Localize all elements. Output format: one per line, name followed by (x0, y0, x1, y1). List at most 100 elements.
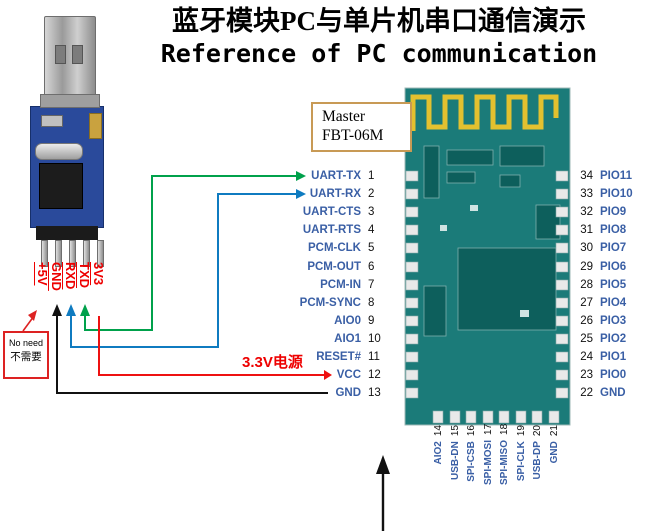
pad (470, 205, 478, 211)
component (499, 145, 545, 167)
pin-number: 17 (482, 423, 494, 435)
pin-number: 6 (368, 261, 375, 273)
wire-rxd (70, 193, 296, 348)
pin-number: 18 (498, 423, 510, 435)
txd-right-arrow (296, 171, 306, 181)
pin-number: 30 (580, 242, 593, 254)
left-pin-row-12: VCC 12 (238, 367, 382, 383)
pin-number: 33 (580, 188, 593, 200)
pin-number: 32 (580, 206, 593, 218)
bt-edge-pads-bottom (432, 410, 560, 424)
right-pin-row-26: 26 PIO3 (577, 313, 655, 329)
pin-name: PIO7 (600, 242, 627, 254)
pin-number: 11 (368, 351, 380, 363)
pin-name: USB-DP (531, 441, 543, 480)
pin-number: 16 (465, 425, 477, 437)
title-chinese: 蓝牙模块PC与单片机串口通信演示 (172, 6, 586, 36)
left-pin-row-11: RESET#11 (238, 349, 382, 365)
txd-up-arrow (80, 304, 90, 316)
pin-number: 28 (580, 279, 593, 291)
pin-number: 31 (580, 224, 593, 236)
pin-number: 15 (449, 425, 461, 437)
wire-txd (84, 175, 296, 331)
pin-number: 5 (368, 242, 375, 254)
pin-number: 2 (368, 188, 375, 200)
pin-name: AIO2 (432, 441, 444, 465)
pin-number: 29 (580, 261, 593, 273)
pin-number: 10 (368, 333, 381, 345)
pin-name: PIO4 (600, 297, 627, 309)
pin-name: AIO0 (334, 315, 361, 327)
pin-name: PCM-IN (320, 279, 361, 291)
pin-name: UART-RX (309, 188, 361, 200)
pin-number: 8 (368, 297, 375, 309)
rxd-up-arrow (66, 304, 76, 316)
pin-name: GND (335, 387, 361, 399)
gnd-up-arrow (52, 304, 62, 316)
pin-name: GND (600, 387, 626, 399)
header-pin (55, 240, 62, 267)
pin-name: PCM-OUT (307, 261, 361, 273)
left-pin-row-6: PCM-OUT 6 (238, 259, 382, 275)
pin-name: PIO3 (600, 315, 627, 327)
component (423, 285, 447, 337)
crystal-oscillator (35, 143, 83, 160)
pin-number: 27 (580, 297, 593, 309)
antenna-trace (410, 94, 559, 131)
jumper-pins (89, 113, 102, 139)
pin-name: PIO1 (600, 351, 627, 363)
pin-name: USB-DN (449, 441, 461, 481)
master-label-box: Master FBT-06M (311, 102, 412, 152)
bt-edge-pads-right (555, 170, 569, 399)
no-need-en: No need (8, 338, 44, 348)
main-ic (457, 247, 557, 331)
pin-number: 19 (515, 425, 527, 437)
pin-number: 1 (368, 170, 375, 182)
right-pin-row-30: 30 PIO7 (577, 240, 655, 256)
adapter-pin-label-5v: +5V (35, 262, 50, 286)
smd-component (41, 115, 63, 127)
component (423, 145, 440, 199)
pin-number: 12 (368, 369, 381, 381)
bottom-pointer-arrow (376, 455, 390, 531)
pin-name: PIO2 (600, 333, 627, 345)
title-english: Reference of PC communication (160, 39, 598, 69)
no-need-cn: 不需要 (10, 350, 42, 363)
title-block: 蓝牙模块PC与单片机串口通信演示 Reference of PC communi… (105, 4, 653, 69)
header-pin (97, 240, 104, 267)
pin-number: 24 (580, 351, 593, 363)
wire-gnd (56, 314, 328, 394)
right-pin-row-27: 27 PIO4 (577, 295, 655, 311)
usb-connector (44, 16, 96, 102)
component (446, 171, 476, 184)
pin-name: PCM-SYNC (299, 297, 361, 309)
adapter-pin-label-gnd: GND (49, 262, 64, 291)
pin-number: 7 (368, 279, 375, 291)
pin-number: 34 (580, 170, 593, 182)
pin-name: SPI-CSB (465, 441, 477, 482)
left-pin-row-8: PCM-SYNC 8 (238, 295, 382, 311)
pin-name: PIO11 (600, 170, 632, 182)
bt-components (423, 145, 561, 337)
wire-arrowheads (52, 171, 332, 380)
pin-number: 21 (548, 425, 560, 437)
pad (520, 310, 529, 317)
no-need-arrow (22, 310, 37, 332)
pin-name: VCC (336, 369, 361, 381)
pin-number: 26 (580, 315, 593, 327)
